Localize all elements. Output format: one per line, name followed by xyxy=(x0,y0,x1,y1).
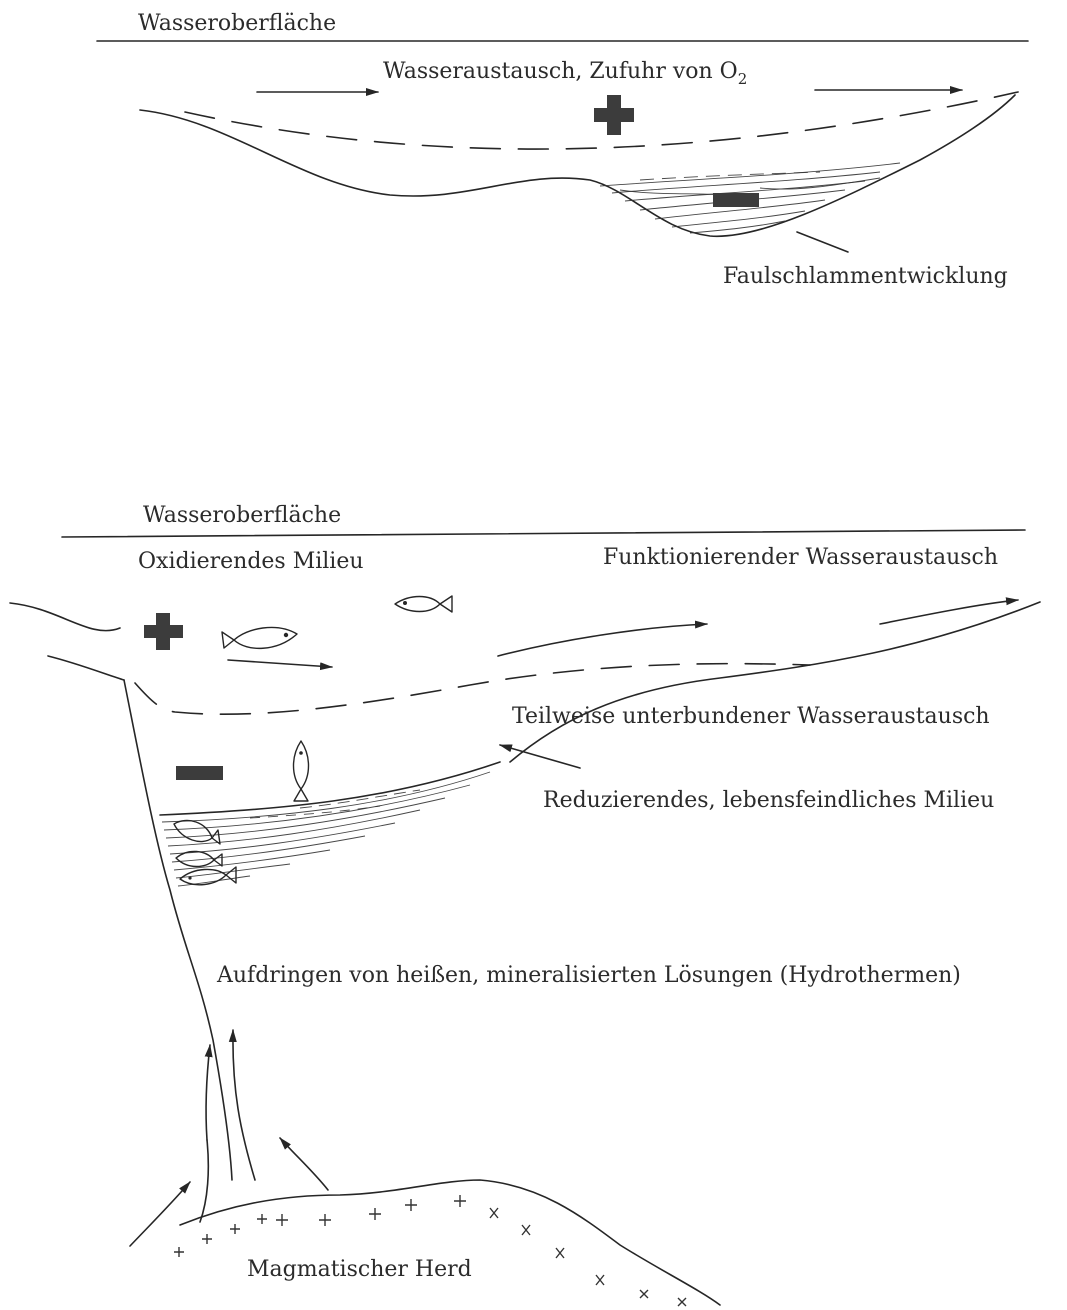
bottom-minus-sign xyxy=(176,766,223,780)
top-minus-sign xyxy=(713,193,759,207)
fish-icon xyxy=(294,741,309,801)
bottom-flow-arrow-3 xyxy=(880,600,1018,624)
fault-wall-line xyxy=(124,680,232,1180)
top-surface-label: Wasseroberfläche xyxy=(138,11,336,36)
rising-arrow-lower-left xyxy=(130,1182,190,1246)
top-plus-sign xyxy=(594,95,634,135)
top-sludge-label: Faulschlammentwicklung xyxy=(723,264,1008,289)
fish-icon xyxy=(395,596,452,612)
bottom-sludge-wedge xyxy=(160,762,500,886)
top-sludge-pointer xyxy=(797,232,848,252)
reducing-pointer-arrow xyxy=(500,745,580,768)
bottom-panel: Wasseroberfläche Oxidierendes Milieu Fun… xyxy=(10,503,1040,1306)
magma-chamber-label: Magmatischer Herd xyxy=(247,1257,472,1282)
fish-icon xyxy=(222,627,297,648)
magma-cross-marks xyxy=(174,1195,686,1306)
rising-stem-left xyxy=(200,1140,208,1222)
magma-chamber-outline xyxy=(180,1180,720,1305)
bottom-plus-sign xyxy=(144,613,183,650)
oxidizing-milieu-label: Oxidierendes Milieu xyxy=(138,549,364,574)
rising-arrow-left xyxy=(206,1045,210,1140)
top-exchange-label: Wasseraustausch, Zufuhr von O2 xyxy=(383,59,747,88)
bottom-flow-arrow-1 xyxy=(228,660,332,667)
hydrothermal-label: Aufdringen von heißen, mineralisierten L… xyxy=(216,963,961,988)
left-shelf-line xyxy=(48,656,124,680)
rising-arrow-center xyxy=(233,1030,255,1180)
partial-exchange-label: Teilweise unterbundener Wasseraustausch xyxy=(512,704,990,729)
fish-icon xyxy=(174,820,220,844)
left-upper-slope xyxy=(10,603,120,631)
bottom-surface-label: Wasseroberfläche xyxy=(143,503,341,528)
reducing-milieu-label: Reduzierendes, lebensfeindliches Milieu xyxy=(543,788,994,813)
bottom-flow-arrow-2 xyxy=(498,624,707,656)
fish-icon xyxy=(176,851,222,866)
bottom-water-surface-line xyxy=(62,530,1025,537)
top-panel: Wasseroberfläche Wasseraustausch, Zufuhr… xyxy=(97,11,1028,289)
top-basin-floor xyxy=(140,95,1015,236)
right-slope-line xyxy=(510,602,1040,762)
functioning-exchange-label: Funktionierender Wasseraustausch xyxy=(603,545,998,570)
rising-arrow-right xyxy=(280,1138,328,1190)
